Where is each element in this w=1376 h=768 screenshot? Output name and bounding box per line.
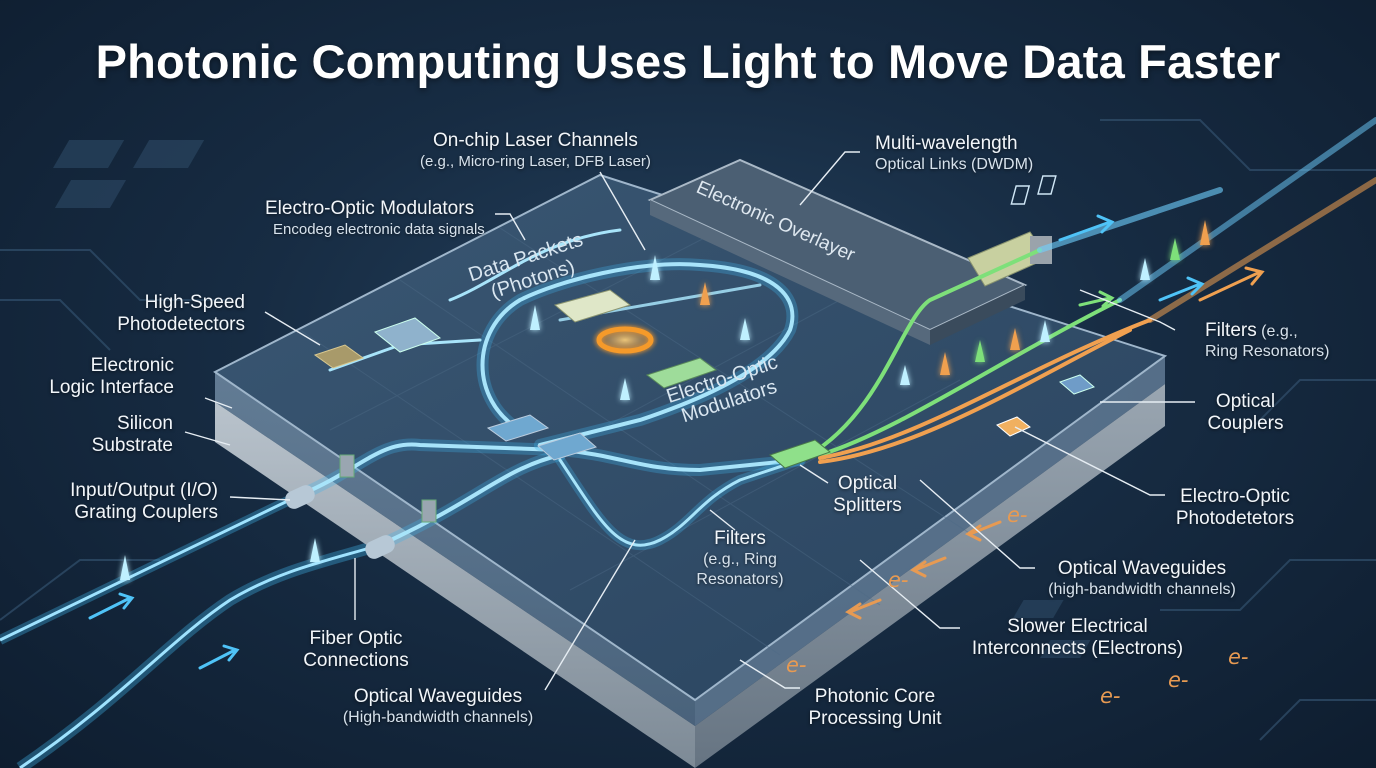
photodetectors-line2: Photodetectors bbox=[117, 314, 245, 335]
filters-mid-line1: Filters bbox=[714, 528, 766, 549]
label-filters-right: Filters (e.g., Ring Resonators) bbox=[1205, 320, 1330, 362]
core-unit-line1: Photonic Core bbox=[814, 686, 936, 707]
label-multiwavelength: Multi-wavelength Optical Links (DWDM) bbox=[875, 133, 1033, 175]
chip-left-side bbox=[215, 402, 695, 768]
background-pads bbox=[53, 140, 1091, 658]
splitters-line1: Optical bbox=[837, 473, 898, 494]
electron-symbol: e- bbox=[786, 653, 807, 677]
eo-photodetectors-line2: Photodetetors bbox=[1175, 508, 1295, 529]
label-io-couplers: Input/Output (I/O) Grating Couplers bbox=[30, 480, 218, 524]
label-splitters: Optical Splitters bbox=[825, 473, 910, 517]
output-beams bbox=[798, 117, 1376, 464]
eo-modulators-top-sub: Encodeg electronic data signals bbox=[273, 221, 485, 238]
fiber-line2: Connections bbox=[303, 650, 409, 671]
label-laser-channels: On-chip Laser Channels (e.g., Micro-ring… bbox=[420, 130, 651, 172]
electron-symbol: e- bbox=[1168, 668, 1189, 692]
glass-right-band bbox=[695, 356, 1165, 726]
laser-channels-title: On-chip Laser Channels bbox=[433, 130, 638, 151]
label-core-unit: Photonic Core Processing Unit bbox=[800, 686, 950, 730]
couplers-line2: Couplers bbox=[1207, 413, 1284, 434]
waveguides-bottom-sub: (High-bandwidth channels) bbox=[342, 709, 534, 726]
substrate-line2: Substrate bbox=[91, 435, 173, 456]
chip-right-side bbox=[695, 384, 1165, 768]
label-eo-modulators-top: Electro-Optic Modulators Encodeg electro… bbox=[265, 198, 485, 240]
filters-mid-line3: Resonators) bbox=[696, 571, 784, 588]
label-slow-interconnects: Slower Electrical Interconnects (Electro… bbox=[960, 616, 1195, 660]
fiber-line1: Fiber Optic bbox=[309, 628, 403, 649]
io-couplers-line2: Grating Couplers bbox=[74, 502, 218, 523]
components bbox=[285, 289, 1095, 559]
waveguides-right-sub: (high-bandwidth channels) bbox=[1048, 581, 1236, 598]
label-waveguides-right: Optical Waveguides (high-bandwidth chann… bbox=[1032, 558, 1252, 600]
leader-lines bbox=[184, 151, 1195, 691]
background-traces bbox=[0, 119, 1376, 741]
filters-right-line2: Ring Resonators) bbox=[1205, 343, 1330, 360]
label-couplers: Optical Couplers bbox=[1198, 391, 1293, 435]
label-substrate: Silicon Substrate bbox=[60, 413, 173, 457]
flow-arrows bbox=[88, 214, 1265, 670]
logic-interface-line1: Electronic bbox=[90, 355, 174, 376]
waveguides-right-title: Optical Waveguides bbox=[1057, 558, 1227, 579]
laser-channels-sub: (e.g., Micro-ring Laser, DFB Laser) bbox=[420, 153, 651, 170]
filters-right-eg: (e.g., bbox=[1256, 323, 1298, 340]
photodetectors-line1: High-Speed bbox=[144, 292, 245, 313]
label-waveguides-bottom: Optical Waveguides (High-bandwidth chann… bbox=[328, 686, 548, 728]
substrate-line1: Silicon bbox=[117, 413, 173, 434]
electron-symbol: e- bbox=[888, 568, 909, 592]
filters-mid-line2: (e.g., Ring bbox=[703, 551, 777, 568]
label-filters-mid: Filters (e.g., Ring Resonators) bbox=[695, 528, 785, 590]
label-eo-photodetectors: Electro-Optic Photodetetors bbox=[1165, 486, 1305, 530]
eo-modulators-top-title: Electro-Optic Modulators bbox=[265, 198, 475, 219]
io-couplers-line1: Input/Output (I/O) bbox=[70, 480, 218, 501]
splitters-line2: Splitters bbox=[833, 495, 902, 516]
label-logic-interface: Electronic Logic Interface bbox=[20, 355, 174, 399]
page-title: Photonic Computing Uses Light to Move Da… bbox=[95, 35, 1281, 88]
eo-photodetectors-line1: Electro-Optic bbox=[1180, 486, 1290, 507]
light-pulses bbox=[120, 220, 1210, 580]
electron-symbol: e- bbox=[1007, 503, 1028, 527]
logic-interface-line2: Logic Interface bbox=[49, 377, 174, 398]
left-fiber-beams bbox=[0, 490, 382, 768]
document-icons bbox=[1010, 175, 1057, 205]
filters-right-title: Filters bbox=[1205, 320, 1257, 341]
glass-left-band bbox=[215, 372, 695, 726]
couplers-line1: Optical bbox=[1215, 391, 1276, 412]
label-fiber: Fiber Optic Connections bbox=[296, 628, 416, 672]
multiwavelength-line1: Multi-wavelength bbox=[875, 133, 1018, 154]
slow-interconnects-line2: Interconnects (Electrons) bbox=[971, 638, 1184, 659]
slow-interconnects-line1: Slower Electrical bbox=[1007, 616, 1148, 637]
core-unit-line2: Processing Unit bbox=[808, 708, 942, 729]
electronic-overlayer-slab bbox=[647, 158, 1028, 345]
electron-symbol: e- bbox=[1228, 645, 1249, 669]
electron-symbol: e- bbox=[1100, 684, 1121, 708]
label-photodetectors: High-Speed Photodetectors bbox=[100, 292, 245, 336]
waveguides-bottom-title: Optical Waveguides bbox=[353, 686, 523, 707]
multiwavelength-line2: Optical Links (DWDM) bbox=[875, 156, 1034, 173]
